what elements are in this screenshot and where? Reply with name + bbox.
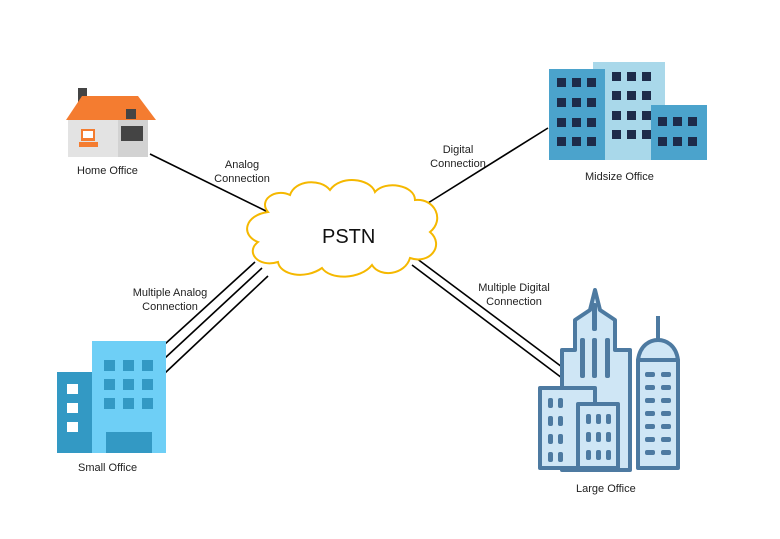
small-office-icon [57, 341, 166, 453]
large-connection-label: Multiple Digital Connection [472, 281, 556, 309]
home-connection-label: Analog Connection [212, 158, 272, 186]
midsize-office-icon [549, 62, 707, 160]
home-office-icon [66, 88, 156, 157]
large-office-icon [538, 288, 680, 472]
large-connection-label-line2: Connection [486, 296, 542, 308]
midsize-connection-label-line1: Digital [442, 144, 474, 156]
home-office-label: Home Office [77, 165, 138, 177]
home-connection-label-line2: Connection [214, 173, 270, 185]
midsize-connection-label-line2: Connection [430, 158, 486, 170]
small-connection-label: Multiple Analog Connection [128, 286, 212, 314]
small-connection-label-line2: Connection [142, 301, 198, 313]
pstn-label: PSTN [322, 226, 376, 248]
midsize-connection-label: Digital Connection [428, 143, 488, 171]
midsize-office-label: Midsize Office [585, 171, 654, 183]
home-connection-label-line1: Analog [224, 159, 260, 171]
pstn-cloud-icon [246, 179, 439, 278]
large-office-label: Large Office [576, 483, 636, 495]
large-connection-label-line1: Multiple Digital [478, 282, 550, 294]
small-office-label: Small Office [78, 462, 138, 474]
small-connection-lines [164, 261, 269, 374]
small-connection-label-line1: Multiple Analog [132, 287, 208, 299]
large-connection-lines [411, 257, 563, 379]
home-connection-line [149, 153, 269, 213]
midsize-connection-line [427, 127, 549, 204]
